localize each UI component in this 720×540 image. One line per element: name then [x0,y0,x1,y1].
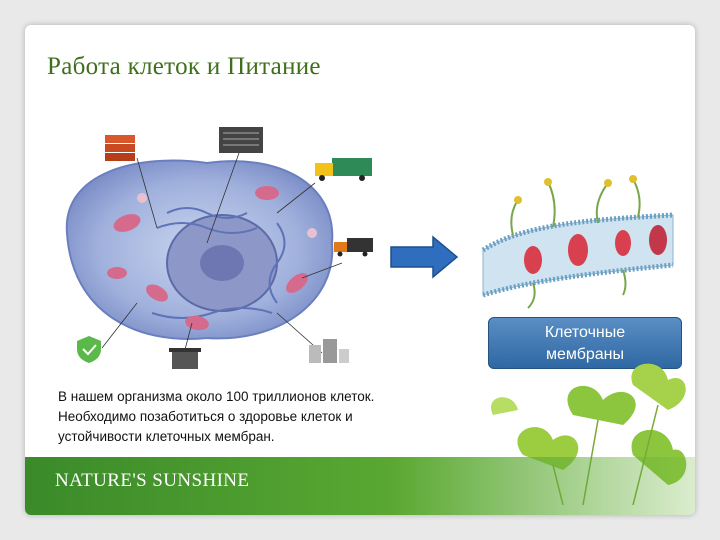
caption-box: Клеточные мембраны [488,317,682,369]
caption-line-2: мембраны [545,346,624,363]
brand-logo: NATURE'S SUNSHINE [55,470,250,491]
server-rack-icon [219,127,263,153]
cell-illustration [65,127,373,369]
slide-title: Работа клеток и Питание [47,53,321,80]
buildings-icon [309,339,349,363]
factory-icon [105,135,135,161]
truck-icon [315,158,372,181]
arrow-right-icon [390,235,459,279]
membrane-illustration [481,175,674,309]
shield-check-icon [77,336,101,363]
body-text: В нашем организма около 100 триллионов к… [58,387,498,447]
body-line-2: Необходимо позаботиться о здоровье клето… [58,409,353,424]
footer-bar [25,457,695,515]
slide: Работа клеток и Питание [25,25,695,515]
delivery-truck-icon [334,238,373,257]
trash-icon [169,348,201,369]
body-line-3: устойчивости клеточных мембран. [58,429,275,444]
body-line-1: В нашем организма около 100 триллионов к… [58,389,375,404]
caption-line-1: Клеточные [544,324,626,341]
